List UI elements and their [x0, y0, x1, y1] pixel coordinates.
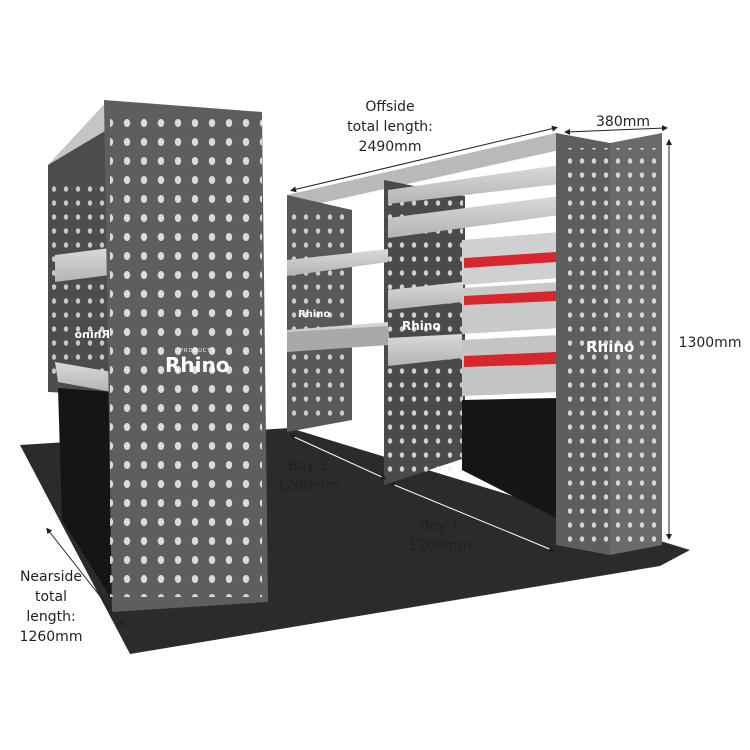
bay2-label-line-2: 1200mm — [276, 478, 340, 494]
offside-length-label: Offside total length: 2490mm — [330, 97, 450, 157]
nearside-racking: Rhino PRODUCTS Rhino — [48, 100, 268, 612]
nearside-front-panel-holes — [110, 112, 262, 597]
nearside-label-line-2: total — [34, 589, 67, 605]
offside-racking: Rhino Rhino Rhino — [287, 133, 662, 555]
nearside-label-line-1: Nearside — [19, 569, 83, 585]
nearside-length-dimension — [46, 527, 124, 627]
bay1-shelf-4 — [388, 334, 462, 366]
bay2-shelf-3 — [287, 326, 390, 352]
bay1-shelf-2 — [388, 196, 560, 238]
offside-label-line-1: Offside — [365, 99, 415, 115]
offside-end-panel-holes — [562, 148, 660, 543]
bay1-shelf-3 — [388, 282, 462, 310]
depth-label-text: 380mm — [596, 114, 650, 130]
bay1-label: Bay 1 1200mm — [400, 516, 480, 556]
nearside-label-line-3: length: — [26, 609, 76, 625]
bay1-dimension — [389, 482, 555, 552]
nearside-label-line-4: 1260mm — [19, 629, 83, 645]
rhino-logo-nearside: Rhino — [165, 353, 229, 377]
drawer-2 — [462, 282, 560, 334]
bay2-end-panel-holes — [290, 214, 350, 419]
height-label-text: 1300mm — [678, 335, 742, 351]
depth-label: 380mm — [583, 112, 663, 132]
bay1-label-line-2: 1200mm — [408, 538, 472, 554]
rhino-logo-nearside-back: Rhino — [74, 328, 110, 341]
offside-label-line-2: total length: — [347, 119, 433, 135]
bay2-dimension — [289, 434, 387, 480]
bay2-label: Bay 2 1200mm — [268, 456, 348, 496]
rhino-logo-offside-middle: Rhino — [402, 319, 441, 333]
nearside-length-label: Nearside total length: 1260mm — [6, 567, 96, 647]
nearside-shelf-2 — [55, 362, 112, 392]
drawer-3 — [462, 335, 560, 396]
rhino-logo-bay2: Rhino — [298, 309, 330, 320]
offside-length-dimension — [290, 125, 558, 193]
drawer-2-handle — [464, 291, 556, 305]
rhino-logo-offside-end: Rhino — [586, 338, 634, 356]
rhino-tagline-nearside: PRODUCTS — [180, 348, 216, 354]
bay1-label-line-1: Bay 1 — [420, 518, 460, 534]
bay2-shelf-1 — [287, 249, 388, 276]
bay2-label-line-1: Bay 2 — [288, 458, 328, 474]
height-label: 1300mm — [670, 333, 750, 353]
drawer-1-handle — [464, 252, 556, 268]
depth-dimension — [564, 125, 668, 135]
drawer-3-handle — [464, 352, 556, 367]
nearside-shelf-1 — [55, 248, 110, 282]
offside-label-line-3: 2490mm — [358, 139, 422, 155]
